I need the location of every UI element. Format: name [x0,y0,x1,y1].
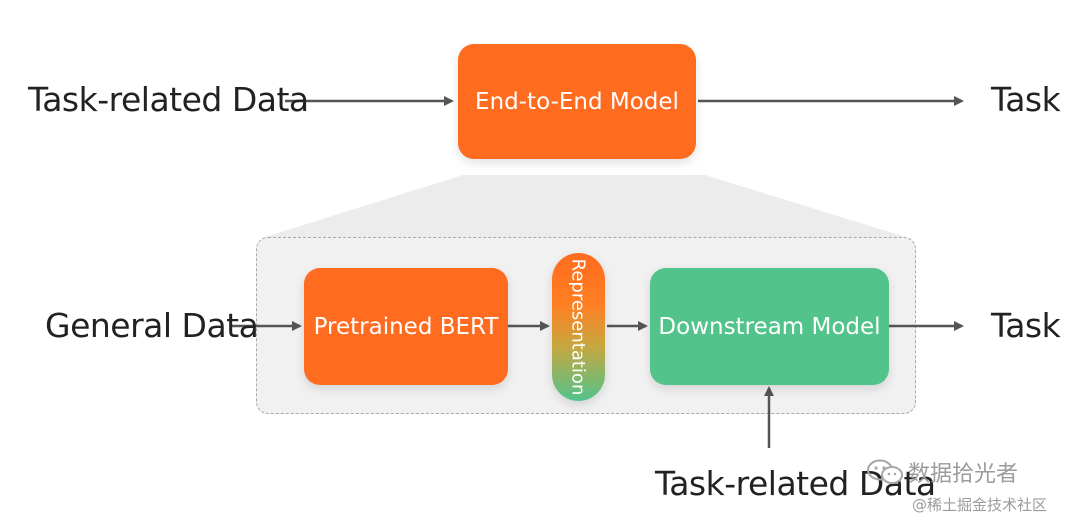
top-input-label: Task-related Data [28,80,309,119]
watermark-title: 数据拾光者 [908,462,1019,487]
end-to-end-model-label: End-to-End Model [475,88,679,115]
downstream-model-box: Downstream Model [650,268,889,385]
top-output-label: Task [991,80,1061,119]
pretrained-bert-label: Pretrained BERT [313,313,499,340]
wechat-icon [867,459,903,484]
bottom-output-label: Task [991,306,1061,345]
representation-label: Representation [567,258,589,396]
downstream-model-label: Downstream Model [658,313,881,340]
pretrained-bert-box: Pretrained BERT [304,268,508,385]
watermark-subtitle: @稀土掘金技术社区 [912,496,1048,514]
end-to-end-model-box: End-to-End Model [458,44,696,159]
representation-pill [552,253,605,401]
bottom-input-label: General Data [45,306,259,345]
